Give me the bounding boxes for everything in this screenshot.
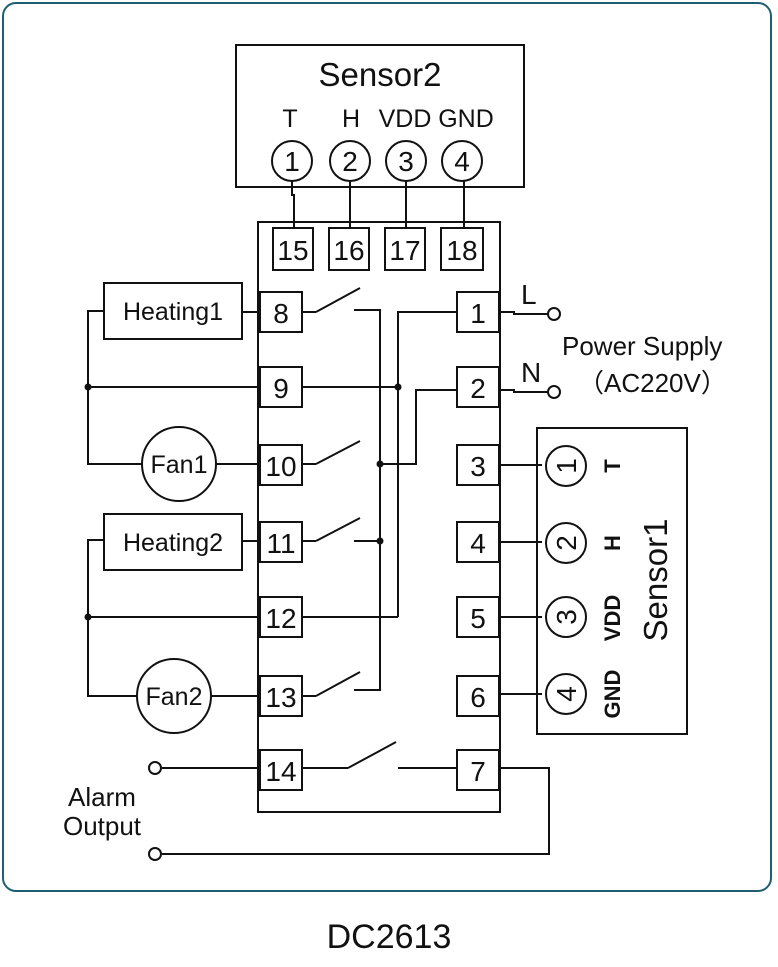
terminal-11: 11 [266,528,295,559]
terminal-10: 10 [265,451,296,482]
n-terminal-icon [547,385,561,399]
heating1-label: Heating1 [123,298,223,326]
sensor1-box [536,427,688,735]
terminal-16: 16 [333,235,364,266]
controller-body [257,221,501,813]
l-terminal-icon [547,307,561,321]
sensor1-label-gnd: GND [600,670,625,719]
terminal-13: 13 [265,682,296,713]
heating2-label: Heating2 [123,529,223,557]
terminal-2: 2 [470,373,486,404]
sensor2-pin-3: 3 [398,146,414,177]
power-n-label: N [521,357,541,388]
sensor2-label-t: T [282,105,297,133]
alarm-label-line1: Alarm [68,782,136,812]
sensor1-label-t: T [600,459,625,473]
fan1-label: Fan1 [151,451,208,479]
power-supply-title: Power Supply [562,331,722,361]
sensor2-pin-2: 2 [342,146,358,177]
terminal-7: 7 [470,756,486,787]
sensor2-pin-1: 1 [284,146,300,177]
sensor1-title: Sensor1 [637,519,674,642]
sensor2-label-vdd: VDD [379,105,432,133]
fan2-label: Fan2 [146,683,203,711]
terminal-17: 17 [389,235,420,266]
sensor1-pin-1: 1 [551,458,582,474]
alarm-terminal-b-icon [148,847,162,861]
diagram-frame [2,2,772,892]
sensor2-title: Sensor2 [319,56,442,93]
terminal-12: 12 [265,603,296,634]
terminal-15: 15 [277,235,308,266]
alarm-label-line2: Output [63,811,142,841]
terminal-1: 1 [470,298,486,329]
terminal-8: 8 [273,298,289,329]
terminal-14: 14 [265,756,296,787]
terminal-3: 3 [470,451,486,482]
alarm-terminal-a-icon [148,761,162,775]
terminal-4: 4 [470,528,486,559]
sensor2-label-h: H [342,105,360,133]
sensor1-pin-2: 2 [551,535,582,551]
terminal-5: 5 [470,603,486,634]
power-l-label: L [521,279,537,310]
model-name: DC2613 [326,918,452,956]
sensor2-box [235,44,525,188]
terminal-9: 9 [273,373,289,404]
terminal-18: 18 [446,235,477,266]
sensor1-label-vdd: VDD [600,595,625,641]
sensor1-pin-4: 4 [551,686,582,702]
sensor1-pin-3: 3 [551,609,582,625]
terminal-6: 6 [470,682,486,713]
power-supply-voltage: （AC220V） [578,368,727,398]
sensor2-label-gnd: GND [438,105,494,133]
sensor1-label-h: H [600,535,625,551]
sensor2-pin-4: 4 [454,146,470,177]
